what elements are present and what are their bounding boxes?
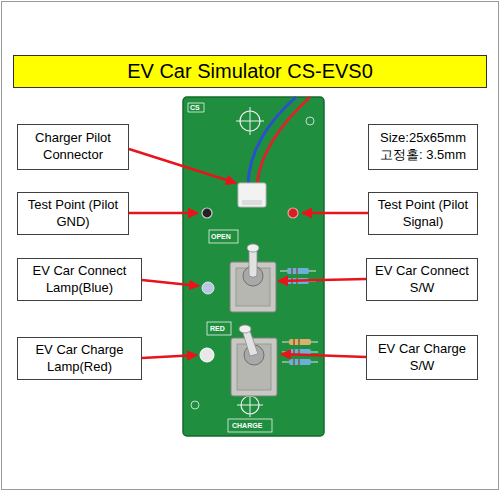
- pcb-board: [183, 97, 324, 436]
- callout-box: EV Car Connect S/W: [366, 258, 478, 301]
- callout-text: Test Point (Pilot Signal): [373, 197, 473, 231]
- title-bar: EV Car Simulator CS-EVS0: [13, 55, 487, 88]
- callout-box: Size:25x65mm 고정홀: 3.5mm: [368, 124, 478, 170]
- silkscreen-label: CHARGE: [232, 422, 262, 429]
- callout-box: EV Car Charge Lamp(Red): [17, 337, 142, 380]
- led: [200, 348, 214, 362]
- callout-text: EV Car Charge Lamp(Red): [22, 342, 137, 376]
- led: [202, 282, 214, 294]
- callout-box: EV Car Charge S/W: [366, 335, 478, 380]
- callout-box: Charger Pilot Connector: [17, 124, 129, 170]
- callout-box: Test Point (Pilot GND): [17, 192, 129, 235]
- callout-text: EV Car Connect Lamp(Blue): [22, 263, 137, 297]
- callout-box: Test Point (Pilot Signal): [368, 192, 478, 235]
- test-point: [288, 208, 298, 218]
- silkscreen-label: CS: [190, 104, 200, 111]
- callout-text: EV Car Charge S/W: [371, 341, 473, 375]
- leader-arrow: [129, 149, 368, 358]
- callout-text: Test Point (Pilot GND): [22, 197, 124, 231]
- pilot-wire: [257, 97, 310, 185]
- connector-pins: [242, 200, 262, 205]
- callout-text: EV Car Connect S/W: [371, 263, 473, 297]
- toggle-switch: [231, 325, 277, 396]
- resistor-symbol: [282, 339, 318, 365]
- test-point: [202, 208, 212, 218]
- silkscreen-label: RED: [210, 325, 225, 332]
- toggle-switch: [230, 244, 276, 312]
- callout-text: Charger Pilot Connector: [22, 130, 124, 164]
- pilot-connector: [238, 183, 266, 207]
- callout-text: Size:25x65mm 고정홀: 3.5mm: [373, 130, 473, 164]
- title-text: EV Car Simulator CS-EVS0: [127, 60, 373, 83]
- silkscreen-label: OPEN: [211, 233, 231, 240]
- callout-box: EV Car Connect Lamp(Blue): [17, 258, 142, 301]
